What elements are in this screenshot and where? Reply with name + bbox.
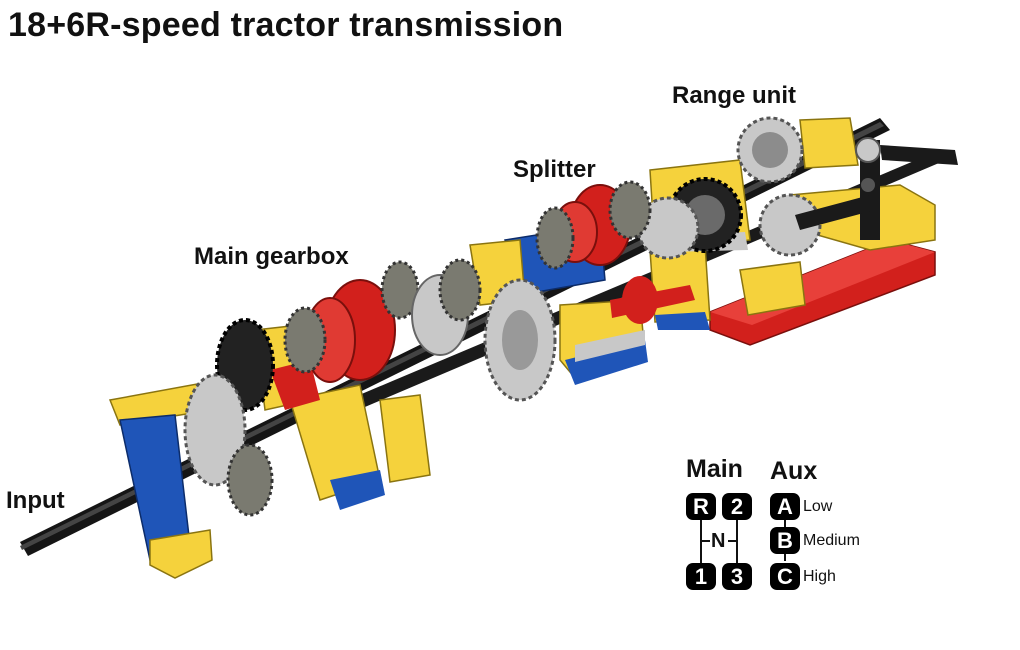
aux-key-a: A bbox=[770, 493, 800, 520]
main-legend-heading: Main bbox=[686, 455, 743, 483]
aux-desc-medium: Medium bbox=[803, 532, 860, 549]
aux-legend-heading: Aux bbox=[770, 457, 818, 485]
splitter-section bbox=[469, 180, 695, 385]
main-gearbox-label: Main gearbox bbox=[194, 243, 349, 270]
gear-key-neutral: N bbox=[711, 530, 726, 552]
range-unit-label: Range unit bbox=[672, 82, 796, 109]
input-label: Input bbox=[6, 487, 65, 514]
gear-key-second: 2 bbox=[722, 493, 752, 520]
range-shift-lever bbox=[795, 137, 958, 240]
aux-desc-low: Low bbox=[803, 498, 833, 515]
range-gears bbox=[636, 116, 822, 260]
gear-key-reverse: R bbox=[686, 493, 716, 520]
aux-key-c: C bbox=[770, 563, 800, 590]
splitter-label: Splitter bbox=[513, 156, 596, 183]
gear-key-third: 3 bbox=[722, 563, 752, 590]
main-gearbox-section bbox=[108, 258, 557, 579]
gear-key-first: 1 bbox=[686, 563, 716, 590]
shift-pattern-lines bbox=[700, 520, 786, 563]
aux-key-b: B bbox=[770, 527, 800, 554]
aux-desc-high: High bbox=[803, 568, 836, 585]
page-title: 18+6R-speed tractor transmission bbox=[8, 6, 564, 44]
